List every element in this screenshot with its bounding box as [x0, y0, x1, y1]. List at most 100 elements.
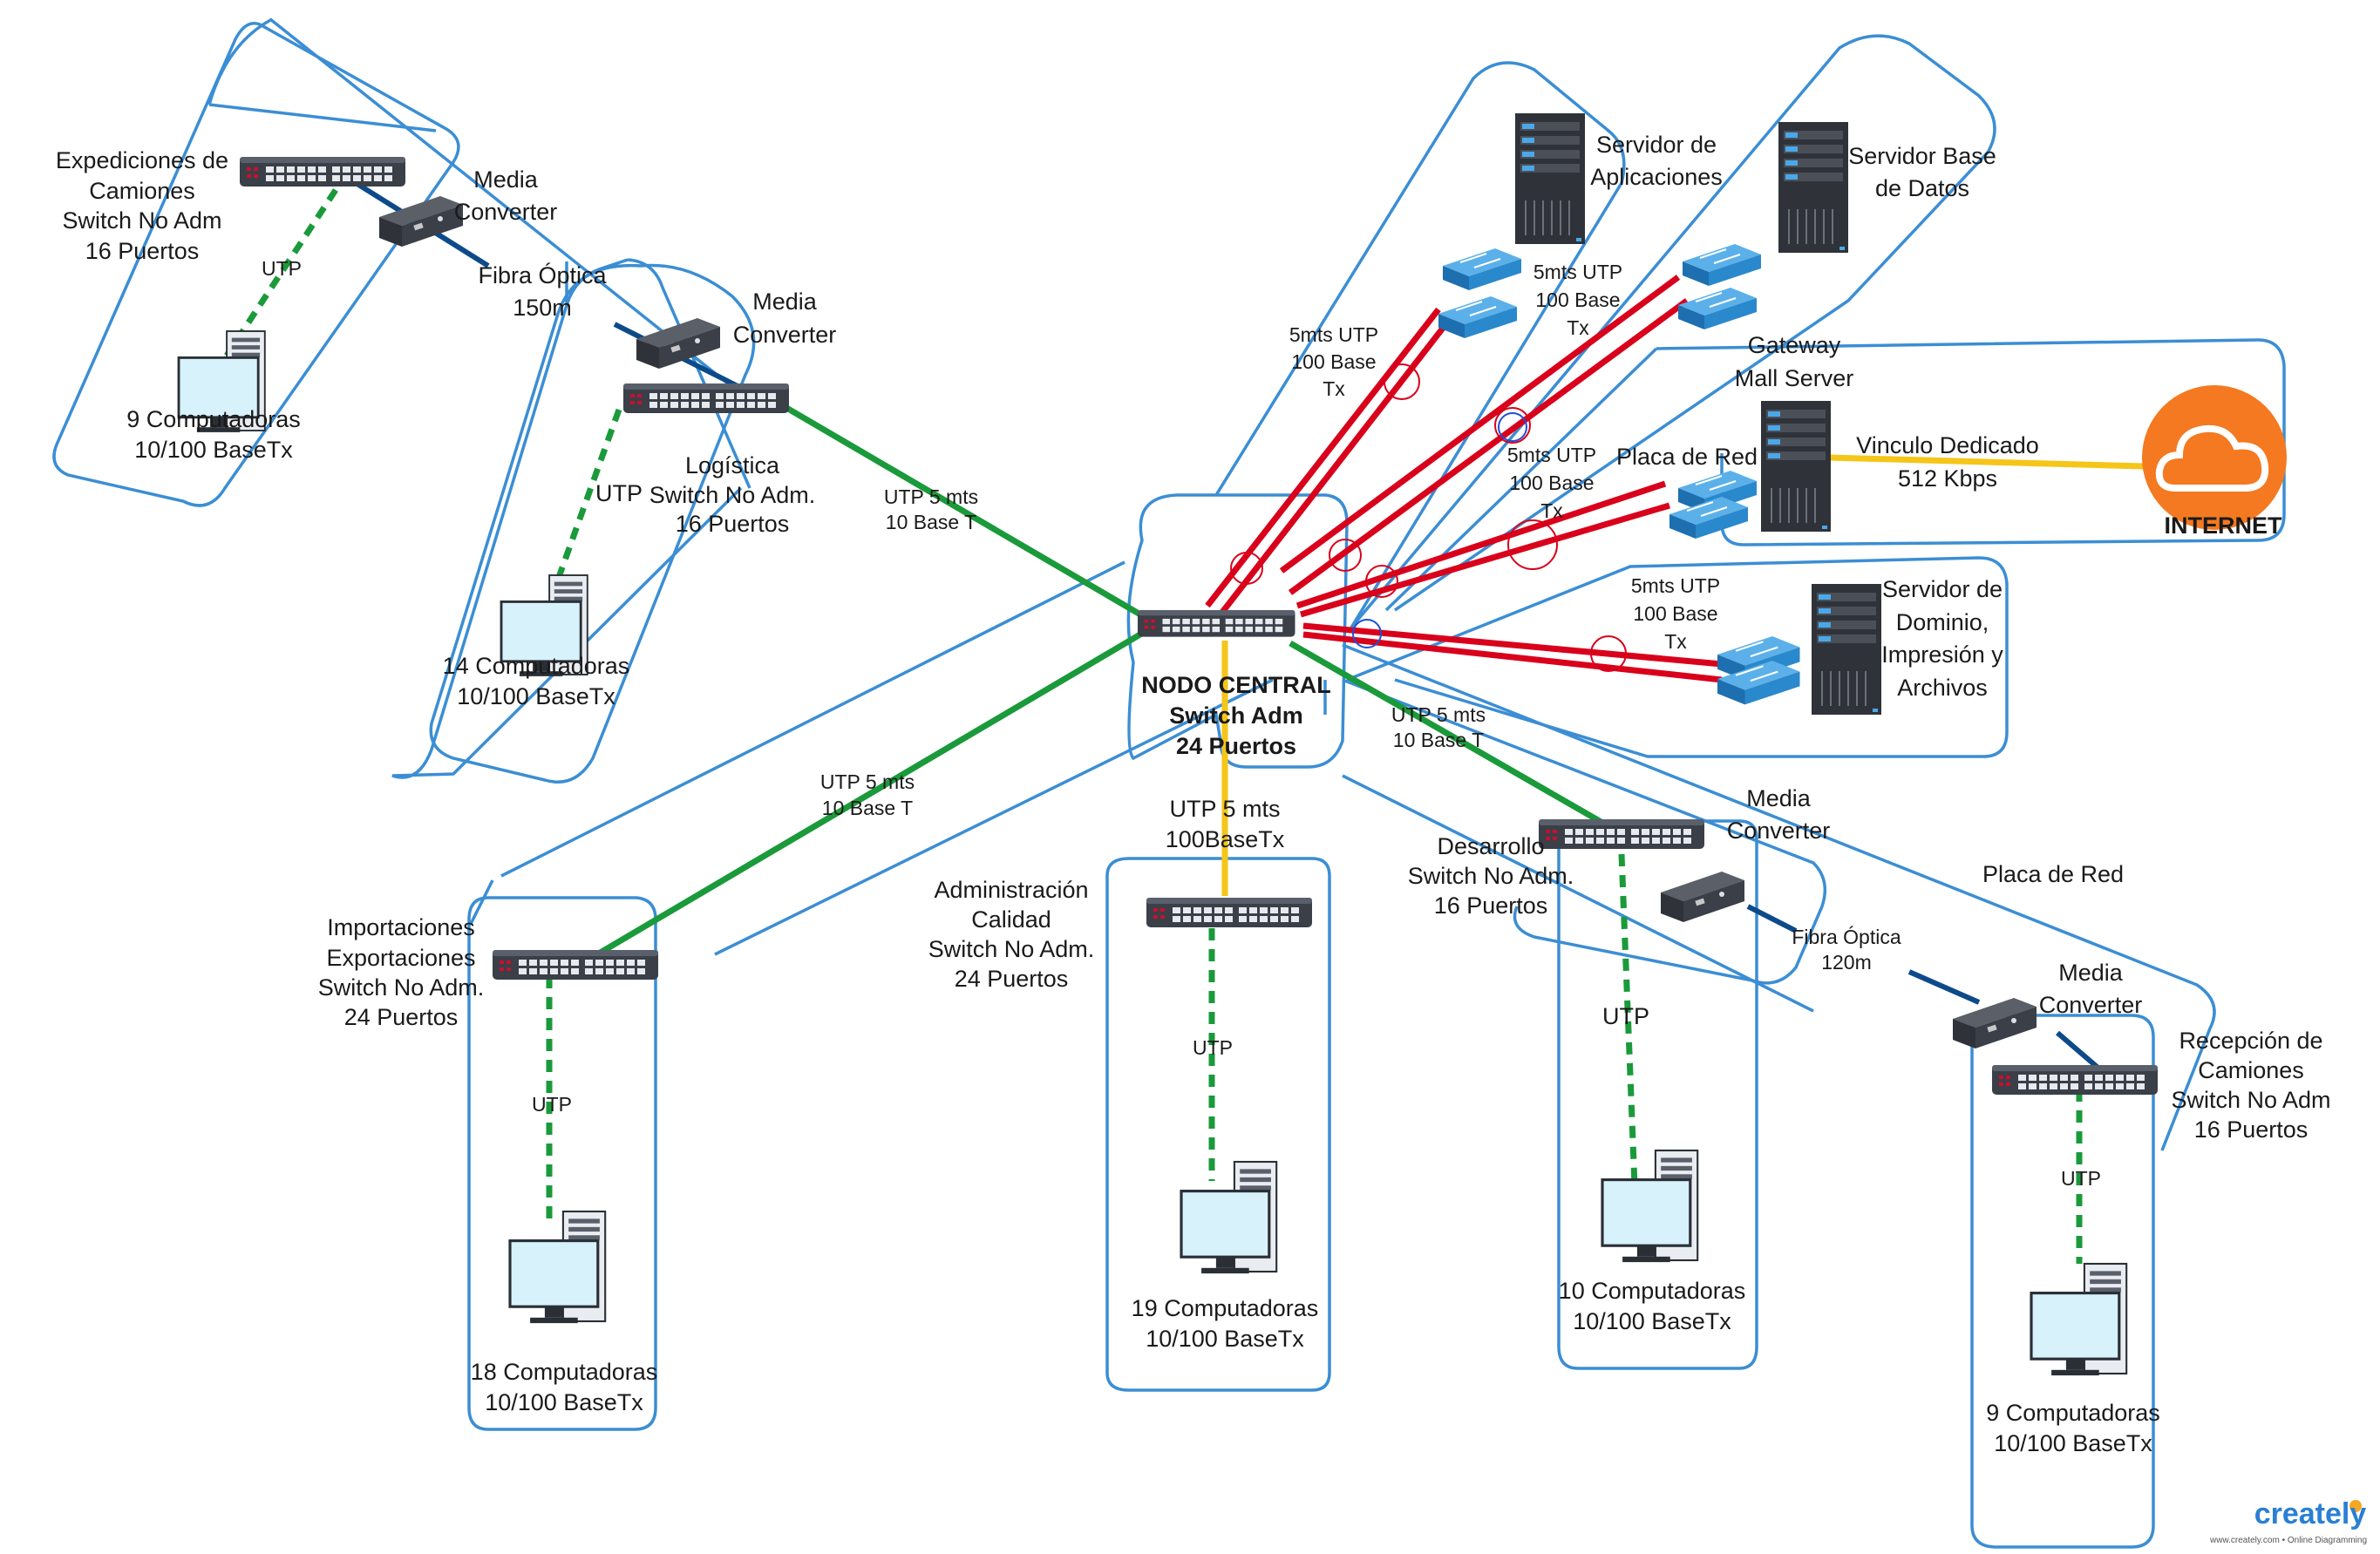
importaciones-label-4: 24 Puertos: [344, 1004, 459, 1030]
junction-circle: [1230, 552, 1263, 585]
recepcion-media-converter-icon: [1953, 998, 2037, 1048]
recepcion-pc-icon: [2030, 1262, 2128, 1377]
utp-db-label-1: 5mts UTP: [1533, 261, 1622, 283]
zone-db-server: [1350, 34, 1996, 629]
gateway-label-2: Mall Server: [1735, 365, 1854, 391]
desarrollo-switch-icon: [1539, 819, 1704, 849]
srv-dom-label-3: Impresión y: [1881, 641, 2003, 668]
media-exp-label-1: Media: [473, 166, 539, 193]
importaciones-switch-icon: [493, 950, 658, 980]
utp-gw-label-2: 100 Base: [1509, 472, 1594, 494]
pcs-des-label-1: 10 Computadoras: [1559, 1278, 1746, 1304]
media-rec-label-1: Media: [2058, 960, 2124, 986]
junction-circle: [1494, 407, 1531, 444]
red-link-gw-1: [1295, 480, 1667, 609]
green-link-imp: [591, 626, 1151, 960]
internet-label: INTERNET: [2165, 512, 2283, 539]
utp-dom-label-3: Tx: [1664, 630, 1687, 653]
recepcion-switch-icon: [1992, 1065, 2158, 1095]
importaciones-label-2: Exportaciones: [326, 945, 475, 971]
logistica-switch-icon: [623, 383, 789, 413]
utp-adm-link-label-2: 100BaseTx: [1166, 826, 1285, 852]
yellow-link-internet: [1828, 454, 2145, 470]
pcs-exp-label-1: 9 Computadoras: [126, 406, 301, 432]
gateway-server-icon: [1760, 400, 1832, 533]
administracion-label-2: Calidad: [971, 906, 1051, 933]
utp-log-label: UTP: [595, 480, 643, 506]
utp-dashed-exp: [224, 188, 338, 357]
media-log-label-2: Converter: [733, 322, 837, 348]
administracion-label-4: 24 Puertos: [955, 966, 1069, 992]
utp-imp-label: UTP: [532, 1093, 572, 1116]
green-link-des: [1289, 640, 1606, 827]
junction-circle: [1365, 565, 1398, 598]
utp-des-link-label-1: UTP 5 mts: [1391, 703, 1486, 726]
utp-dashed-log: [554, 408, 622, 581]
logistica-label-3: 16 Puertos: [676, 511, 790, 537]
utp-db-label-3: Tx: [1567, 316, 1589, 339]
desarrollo-label-1: Desarrollo: [1437, 833, 1544, 859]
brand-logo: creately www.creately.com • Online Diagr…: [2209, 1497, 2367, 1545]
utp-gw-label-1: 5mts UTP: [1507, 444, 1596, 466]
utp-app-label-2: 100 Base: [1291, 350, 1376, 373]
red-link-dom-1: [1302, 622, 1723, 668]
srv-db-label-2: de Datos: [1875, 175, 1969, 201]
devices: [177, 112, 2287, 1377]
utp-db-label-2: 100 Base: [1535, 288, 1620, 311]
pcs-rec-label-2: 10/100 BaseTx: [1994, 1430, 2152, 1456]
zone-desarrollo-outer: [1342, 678, 1827, 985]
utp-adm-label: UTP: [1193, 1036, 1233, 1059]
junction-circle-blue: [1352, 619, 1382, 648]
red-link-db-1: [1279, 275, 1681, 573]
srv-db-label-1: Servidor Base: [1848, 143, 1996, 169]
expediciones-label-3: Switch No Adm: [62, 207, 221, 234]
vinculo-label-2: 512 Kbps: [1898, 465, 1997, 492]
pcs-rec-label-1: 9 Computadoras: [1986, 1400, 2160, 1426]
fibra-120-label-2: 120m: [1821, 951, 1872, 974]
pcs-adm-label-2: 10/100 BaseTx: [1146, 1326, 1304, 1352]
media-des-label-2: Converter: [1727, 818, 1831, 844]
srv-app-label-2: Aplicaciones: [1590, 164, 1723, 190]
junction-circle: [1590, 635, 1627, 672]
brand-tagline: www.creately.com • Online Diagramming: [2209, 1536, 2367, 1545]
junction-circle-blue: [1498, 412, 1527, 442]
desarrollo-label-3: 16 Puertos: [1434, 892, 1548, 919]
logistica-label-1: Logística: [685, 452, 780, 478]
logistica-media-converter-icon: [636, 318, 720, 369]
administracion-switch-icon: [1146, 898, 1312, 927]
gateway-label-1: Gateway: [1748, 332, 1841, 358]
placa-red-right-label: Placa de Red: [1982, 861, 2124, 887]
expediciones-label-2: Camiones: [89, 178, 195, 204]
junction-circle: [1507, 519, 1558, 570]
media-exp-label-2: Converter: [454, 199, 558, 225]
utp-des-label: UTP: [1602, 1003, 1649, 1029]
srv-dom-label-1: Servidor de: [1882, 576, 2003, 602]
utp-des-link-label-2: 10 Base T: [1393, 729, 1484, 751]
expediciones-switch-icon: [240, 157, 405, 187]
media-rec-label-2: Converter: [2039, 992, 2143, 1018]
zone-domain-server: [1346, 556, 2009, 758]
importaciones-label-3: Switch No Adm.: [318, 974, 485, 1001]
utp-log-link-label-2: 10 Base T: [886, 511, 976, 533]
administracion-label-3: Switch No Adm.: [928, 936, 1095, 962]
fiber-link-rec2: [2056, 1030, 2103, 1073]
zone-gateway: [1384, 338, 2286, 612]
utp-app-label-1: 5mts UTP: [1289, 323, 1378, 346]
importaciones-pc-icon: [508, 1210, 607, 1325]
utp-rec-label: UTP: [2061, 1167, 2101, 1190]
vinculo-label-1: Vinculo Dedicado: [1856, 432, 2039, 458]
central-label-3: 24 Puertos: [1176, 733, 1296, 759]
bulb-icon: [2349, 1500, 2362, 1512]
utp-log-link-label-1: UTP 5 mts: [884, 485, 978, 508]
desarrollo-pc-icon: [1601, 1149, 1699, 1264]
utp-app-label-3: Tx: [1323, 377, 1345, 400]
central-label-1: NODO CENTRAL: [1141, 672, 1331, 698]
fiber-link-rec: [1907, 969, 1981, 1005]
db-server-icon: [1778, 121, 1849, 254]
db-blue-switch-icon-2: [1677, 287, 1758, 330]
red-link-dom-2: [1302, 631, 1723, 683]
domain-server-icon: [1811, 583, 1882, 716]
administracion-pc-icon: [1180, 1160, 1278, 1275]
zone-outlines: [52, 17, 2286, 1549]
